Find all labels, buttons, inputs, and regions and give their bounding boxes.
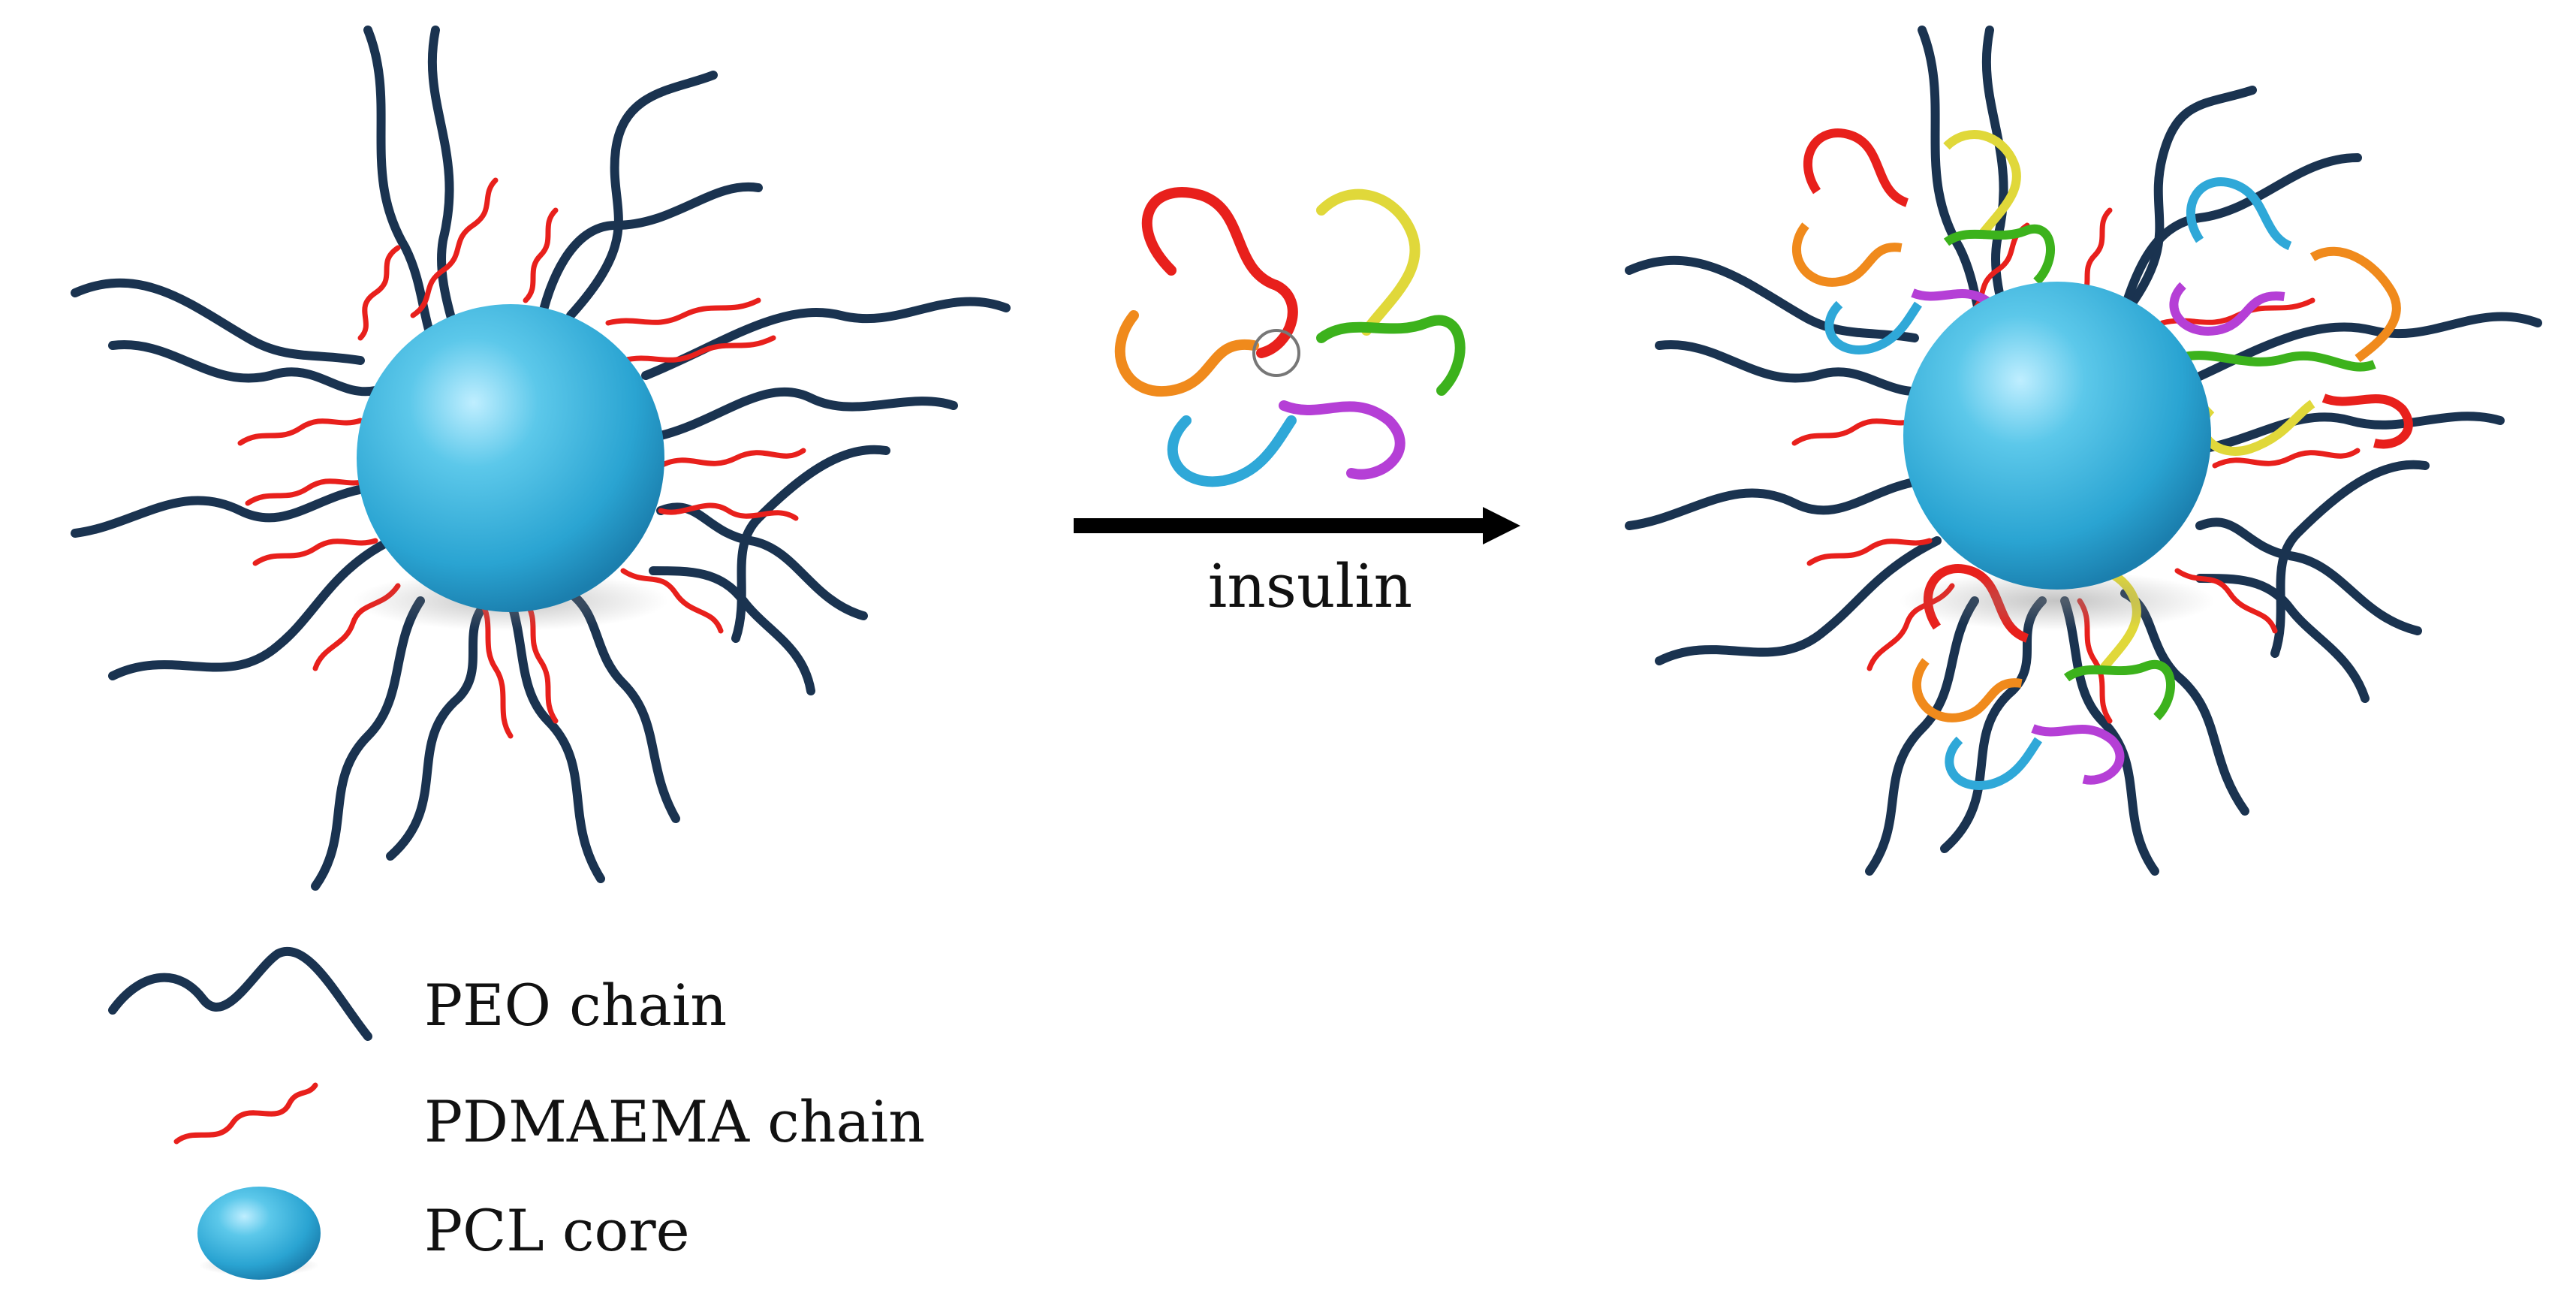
micelle-insulin-loaded bbox=[1625, 26, 2542, 876]
peo-chain-swatch bbox=[108, 947, 372, 1041]
peo-chains bbox=[71, 26, 1011, 891]
legend-label-pdmaema: PDMAEMA chain bbox=[424, 1088, 925, 1155]
pcl-core bbox=[1903, 282, 2211, 590]
legend-item-peo: PEO chain bbox=[108, 947, 727, 1041]
legend: PEO chain PDMAEMA chain PCL core bbox=[108, 947, 925, 1280]
pcl-core bbox=[357, 304, 664, 612]
pdmaema-chain-swatch bbox=[173, 1082, 318, 1145]
reaction-arrow bbox=[1074, 507, 1520, 544]
pcl-core-swatch bbox=[197, 1187, 321, 1280]
legend-item-pcl: PCL core bbox=[197, 1187, 690, 1280]
insulin-hexamer bbox=[1114, 187, 1466, 487]
legend-label-pcl: PCL core bbox=[424, 1197, 690, 1264]
micelle-empty bbox=[71, 26, 1011, 891]
legend-item-pdmaema: PDMAEMA chain bbox=[173, 1082, 925, 1155]
arrow-label: insulin bbox=[1208, 551, 1412, 621]
legend-label-peo: PEO chain bbox=[424, 972, 727, 1039]
